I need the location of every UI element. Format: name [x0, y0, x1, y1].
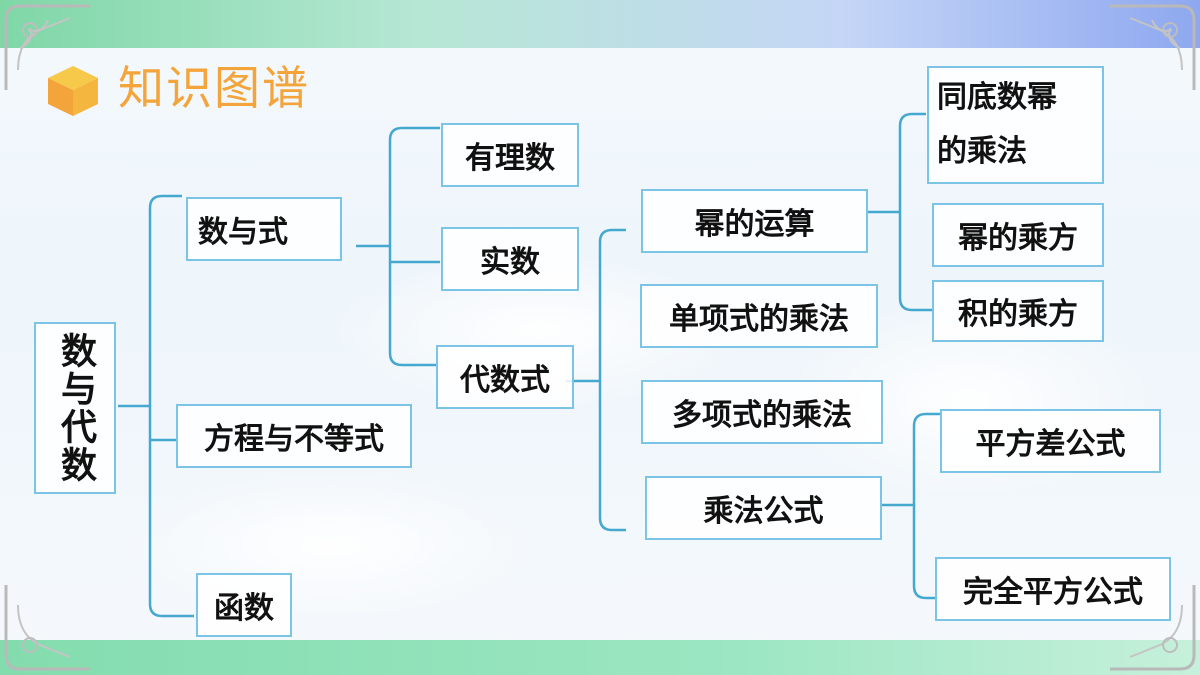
node-mi-chengfang: 幂的乘方	[932, 203, 1104, 267]
node-mi-yunsuan: 幂的运算	[641, 189, 868, 253]
node-root: 数与代数	[34, 322, 116, 494]
node-danxiangshi: 单项式的乘法	[640, 284, 878, 348]
bottom-gradient-band	[0, 640, 1200, 675]
cube-icon	[48, 66, 98, 116]
node-duoxiangshi: 多项式的乘法	[641, 380, 883, 444]
node-mi-chengfang-label: 幂的乘方	[958, 221, 1078, 256]
node-fangcheng-label: 方程与不等式	[204, 422, 384, 457]
connector-chengfa-bracket	[912, 412, 940, 600]
node-fangcheng: 方程与不等式	[176, 404, 412, 468]
connector-shuyushi-bracket	[388, 126, 440, 367]
node-shu-yu-shi-label: 数与式	[198, 215, 288, 250]
node-wanquan-label: 完全平方公式	[963, 575, 1143, 610]
node-shishu: 实数	[441, 227, 579, 291]
node-pingfangcha: 平方差公式	[940, 409, 1161, 473]
corner-ornament-icon	[4, 585, 90, 671]
background-cloud	[120, 470, 540, 620]
node-chengfa-gongshi-label: 乘法公式	[703, 494, 824, 529]
node-root-label: 数与代数	[55, 332, 96, 484]
node-ji-chengfang: 积的乘方	[932, 280, 1104, 342]
connector-mi-bracket	[898, 112, 932, 312]
connector-daishushi-bracket	[598, 228, 626, 532]
corner-ornament-icon	[4, 4, 90, 90]
node-youlishu: 有理数	[441, 123, 579, 187]
node-wanquan: 完全平方公式	[935, 557, 1171, 621]
node-tongdi: 同底数幂 的乘法	[927, 66, 1104, 184]
node-chengfa-gongshi: 乘法公式	[645, 476, 882, 540]
node-danxiangshi-label: 单项式的乘法	[669, 302, 849, 337]
corner-ornament-icon	[1110, 4, 1196, 90]
top-gradient-band	[0, 0, 1200, 48]
node-hanshu: 函数	[196, 573, 292, 637]
connector-root-bracket	[148, 194, 194, 618]
page-title: 知识图谱	[118, 61, 310, 115]
node-hanshu-label: 函数	[214, 591, 274, 626]
node-tongdi-label-line1: 同底数幂	[937, 80, 1057, 115]
node-daishushi-label: 代数式	[460, 363, 550, 398]
node-mi-yunsuan-label: 幂的运算	[694, 207, 815, 242]
node-duoxiangshi-label: 多项式的乘法	[672, 398, 852, 433]
node-daishushi: 代数式	[436, 345, 574, 409]
corner-ornament-icon	[1110, 585, 1196, 671]
node-tongdi-label-line2: 的乘法	[937, 134, 1027, 169]
node-youlishu-label: 有理数	[465, 141, 555, 176]
node-shu-yu-shi: 数与式	[186, 197, 342, 261]
node-ji-chengfang-label: 积的乘方	[958, 297, 1078, 332]
node-shishu-label: 实数	[480, 245, 540, 280]
node-pingfangcha-label: 平方差公式	[975, 427, 1126, 462]
